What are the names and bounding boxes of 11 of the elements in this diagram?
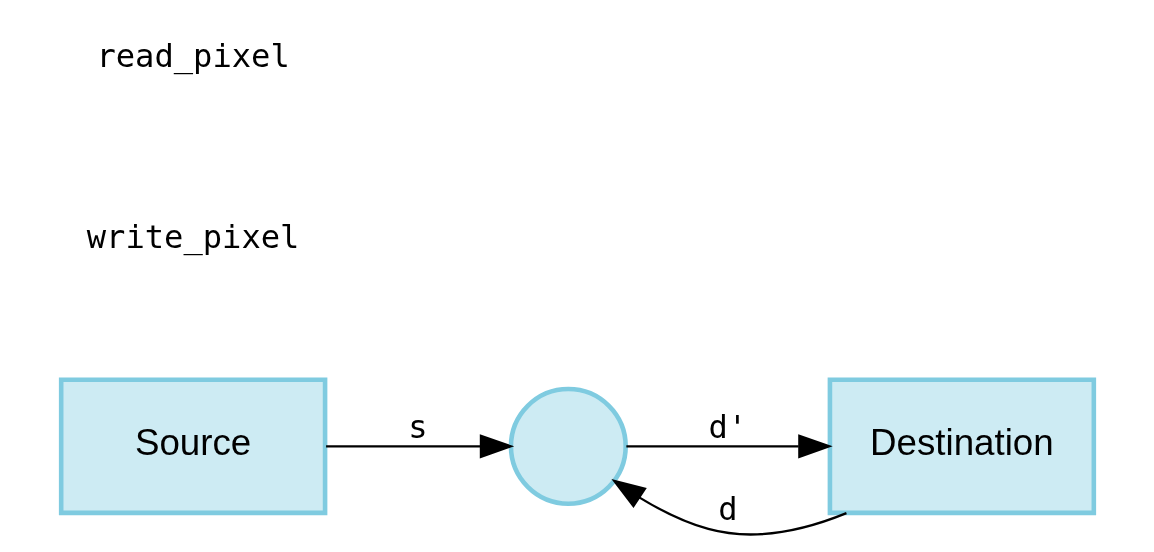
- arrow: [325, 434, 514, 459]
- edge-label: d': [707, 407, 747, 446]
- node-box: Source: [58, 377, 327, 516]
- node-box: Destination: [827, 377, 1096, 516]
- label: write_pixel: [86, 218, 299, 257]
- edge-label: s: [407, 407, 428, 446]
- edge-label: d: [717, 490, 737, 529]
- arrow: [610, 479, 847, 536]
- node-circle: [508, 386, 628, 506]
- arrow: [625, 434, 833, 459]
- label: read_pixel: [95, 37, 290, 76]
